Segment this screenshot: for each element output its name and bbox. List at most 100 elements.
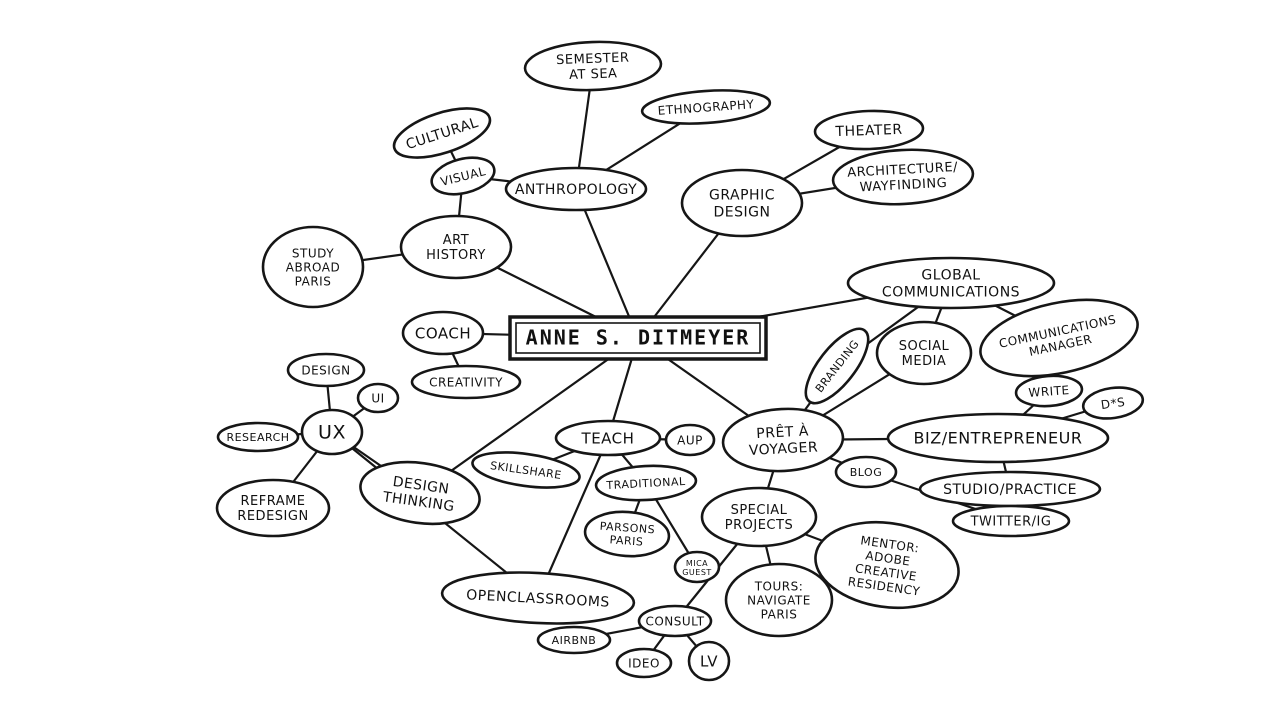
node-reframe-label-1: REDESIGN [237, 509, 308, 524]
node-social-bubble [875, 320, 973, 386]
node-branding-bubble [804, 327, 870, 405]
node-aup-bubble [664, 423, 716, 457]
node-twitter: TWITTER/IG [951, 504, 1071, 538]
node-consult: CONSULT [637, 604, 713, 638]
node-research-label-0: RESEARCH [226, 431, 289, 444]
node-skillshare-bubble [471, 451, 581, 489]
node-graphic-label-0: GRAPHIC [709, 188, 775, 204]
node-parsons-label-1: PARIS [609, 533, 644, 548]
node-airbnb: AIRBNB [536, 625, 612, 655]
node-parsons-bubble [583, 510, 671, 558]
node-study-bubble [261, 225, 365, 309]
node-reframe-label-0: REFRAME [240, 494, 305, 509]
node-arthistory-label-0: ART [443, 233, 469, 248]
node-teach: TEACH [554, 419, 662, 457]
node-global-bubble [846, 256, 1056, 310]
node-traditional: TRADITIONAL [594, 464, 698, 502]
node-studio: STUDIO/PRACTICE [918, 470, 1102, 508]
node-graphic-bubble [680, 168, 804, 238]
node-blog-label-0: BLOG [850, 466, 882, 479]
node-ethnography-bubble [640, 89, 772, 125]
node-ideo: IDEO [615, 647, 673, 679]
node-designthinking-bubble [359, 460, 481, 526]
edge-teach-openclassrooms [536, 436, 610, 600]
node-special-label-0: SPECIAL [731, 503, 788, 518]
node-theater: THEATER [813, 109, 925, 151]
node-study-label-0: STUDY [292, 246, 334, 260]
center-node-inner-frame [515, 322, 761, 354]
node-dxs: D*S [1081, 386, 1145, 420]
node-mica-bubble [673, 550, 721, 584]
node-architecture-label-0: ARCHITECTURE/ [847, 160, 959, 181]
node-branding: BRANDING [804, 327, 870, 405]
node-ui: UI [356, 382, 400, 414]
node-lv-label-0: LV [700, 653, 718, 671]
node-visual: VISUAL [430, 156, 496, 196]
node-write-bubble [1014, 374, 1084, 408]
node-study-label-2: PARIS [295, 275, 332, 289]
node-openclassrooms-label-0: OPENCLASSROOMS [466, 587, 610, 611]
node-write-label-0: WRITE [1028, 383, 1070, 400]
node-write: WRITE [1014, 374, 1084, 408]
node-design-label-0: DESIGN [301, 364, 350, 378]
node-research: RESEARCH [216, 421, 300, 453]
node-blog-bubble [834, 455, 898, 489]
node-commsmanager-bubble [979, 298, 1139, 378]
edge-center-anthropology [574, 187, 640, 340]
node-coach: COACH [401, 310, 485, 356]
center-node-label: ANNE S. DITMEYER [526, 326, 751, 350]
node-aup: AUP [664, 423, 716, 457]
node-aup-label-0: AUP [677, 434, 703, 448]
node-theater-bubble [813, 109, 925, 151]
node-teach-bubble [554, 419, 662, 457]
node-tours-label-1: NAVIGATE [747, 594, 811, 608]
node-ui-bubble [356, 382, 400, 414]
edge-center-designthinking [418, 336, 640, 495]
node-semester-label-1: AT SEA [569, 66, 618, 83]
node-creativity-bubble [410, 364, 522, 400]
node-openclassrooms: OPENCLASSROOMS [440, 571, 636, 625]
node-coach-label-0: COACH [415, 325, 471, 343]
node-pret-label-1: VOYAGER [748, 439, 818, 459]
node-mentor-label-1: ADOBE [865, 548, 912, 568]
node-tours-bubble [724, 562, 834, 638]
node-biz-bubble [886, 412, 1110, 464]
node-ux: UX [300, 408, 364, 456]
node-anthropology-bubble [504, 166, 648, 212]
node-dxs-bubble [1081, 386, 1145, 420]
node-creativity: CREATIVITY [410, 364, 522, 400]
node-dxs-label-0: D*S [1100, 395, 1126, 412]
node-consult-label-0: CONSULT [645, 615, 704, 629]
node-tours-label-2: PARIS [761, 608, 798, 622]
node-skillshare: SKILLSHARE [471, 451, 581, 489]
node-visual-bubble [430, 156, 496, 196]
node-ideo-bubble [615, 647, 673, 679]
node-designthinking-label-0: DESIGN [392, 474, 451, 498]
node-semester-label-0: SEMESTER [556, 51, 630, 69]
node-special-label-1: PROJECTS [725, 518, 793, 533]
node-architecture: ARCHITECTURE/WAYFINDING [831, 148, 975, 206]
node-reframe-bubble [215, 478, 331, 538]
node-consult-bubble [637, 604, 713, 638]
node-pret-label-0: PRÊT À [756, 421, 809, 442]
node-special-bubble [700, 486, 818, 548]
node-ethnography-label-0: ETHNOGRAPHY [657, 97, 755, 118]
node-ethnography: ETHNOGRAPHY [640, 89, 772, 125]
node-social-label-1: MEDIA [902, 354, 947, 369]
node-airbnb-bubble [536, 625, 612, 655]
node-coach-bubble [401, 310, 485, 356]
node-traditional-label-0: TRADITIONAL [605, 475, 686, 492]
node-ux-label-0: UX [318, 422, 346, 444]
node-ideo-label-0: IDEO [628, 657, 660, 671]
